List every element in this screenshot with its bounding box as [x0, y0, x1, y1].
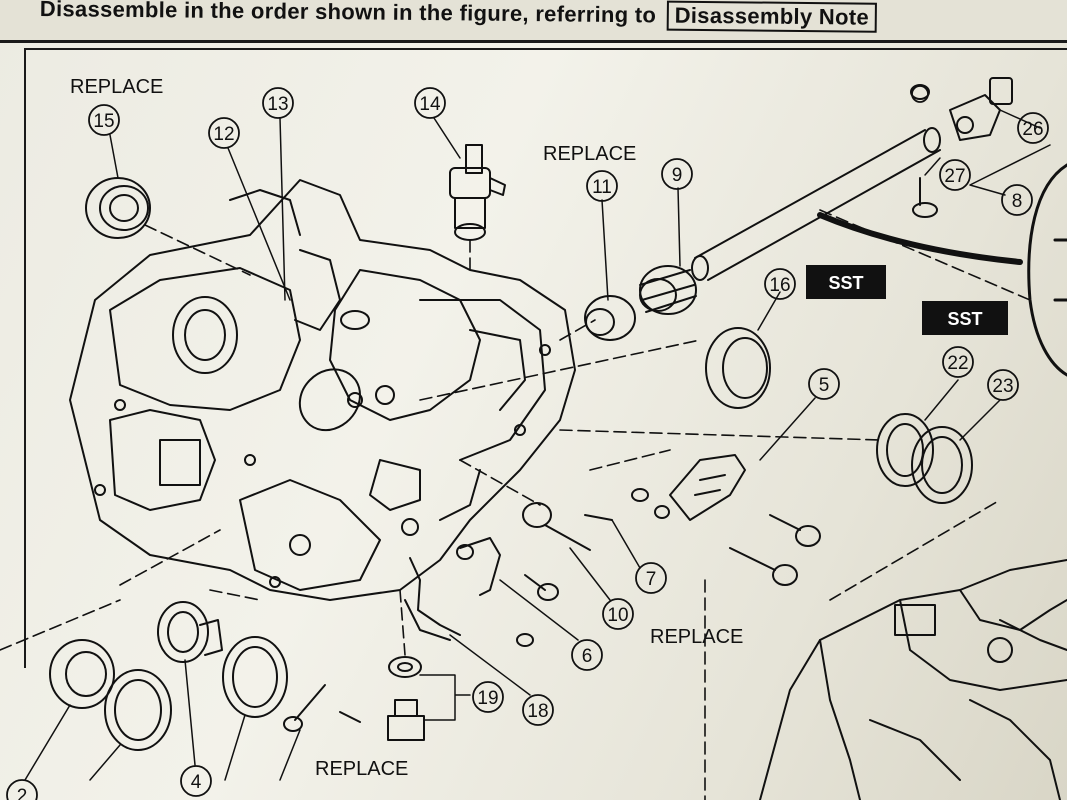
callout-6: 6	[582, 646, 593, 667]
frame-top-border	[24, 48, 1067, 50]
sst-tag-22: SST	[922, 301, 1008, 335]
part-27-bolt	[910, 84, 938, 218]
sst-tag-16: SST	[806, 265, 886, 299]
frame-left-border	[24, 48, 26, 668]
part-seal-ring-a	[222, 636, 288, 718]
part-11-sleeve	[584, 295, 636, 341]
replace-label-right: REPLACE	[650, 626, 743, 648]
part-2-oil-seal	[49, 639, 115, 709]
callout-8: 8	[1012, 191, 1023, 212]
gauge-partial	[817, 163, 1067, 377]
part-16-seal	[705, 327, 771, 409]
leader-lines	[24, 109, 1051, 781]
part-10-shift-pin	[522, 502, 591, 551]
callout-14: 14	[419, 94, 441, 115]
part-18-lever	[404, 557, 461, 641]
callout-18: 18	[527, 701, 548, 722]
transaxle-case	[69, 179, 576, 601]
callout-9: 9	[672, 165, 683, 186]
replace-label-15: REPLACE	[70, 76, 163, 98]
callout-2: 2	[17, 786, 28, 800]
callout-4: 4	[191, 772, 202, 793]
clutch-housing-partial	[759, 559, 1067, 800]
callout-22: 22	[947, 353, 968, 374]
part-bolt-bottom	[283, 684, 361, 732]
part-4-shaft-plate	[157, 601, 223, 663]
callout-10: 10	[607, 605, 628, 626]
part-seal-ring-b	[104, 669, 172, 751]
part-22-seal	[876, 413, 934, 487]
part-14-speed-sensor	[449, 144, 506, 241]
assembly-guide-lines	[0, 209, 1031, 800]
callout-13: 13	[267, 94, 288, 115]
callout-15: 15	[93, 111, 114, 132]
part-19-plug	[387, 656, 425, 741]
callout-12: 12	[213, 124, 234, 145]
sst-16-label: SST	[828, 273, 863, 293]
replace-label-bottom: REPLACE	[315, 758, 408, 780]
callout-16: 16	[769, 275, 790, 296]
part-23-seal	[911, 426, 973, 504]
callout-11: 11	[592, 177, 612, 198]
callout-19: 19	[477, 688, 498, 709]
replace-label-11: REPLACE	[543, 143, 636, 165]
part-7-spring	[584, 514, 613, 521]
callout-circles	[6, 85, 1049, 800]
callout-27: 27	[944, 166, 965, 187]
callout-7: 7	[646, 569, 657, 590]
part-9-spring-assembly	[639, 265, 697, 315]
sst-22-label: SST	[947, 309, 982, 329]
part-26-bracket	[949, 77, 1013, 141]
part-15-oil-seal	[85, 177, 151, 239]
header-band: Disassemble in the order shown in the fi…	[0, 0, 1067, 43]
callout-26: 26	[1022, 119, 1043, 140]
part-5-gate-bracket	[631, 454, 821, 586]
callout-23: 23	[992, 376, 1013, 397]
callout-5: 5	[819, 375, 830, 396]
part-8-shift-rod	[691, 127, 941, 281]
part-6-shift-lever	[456, 537, 559, 647]
